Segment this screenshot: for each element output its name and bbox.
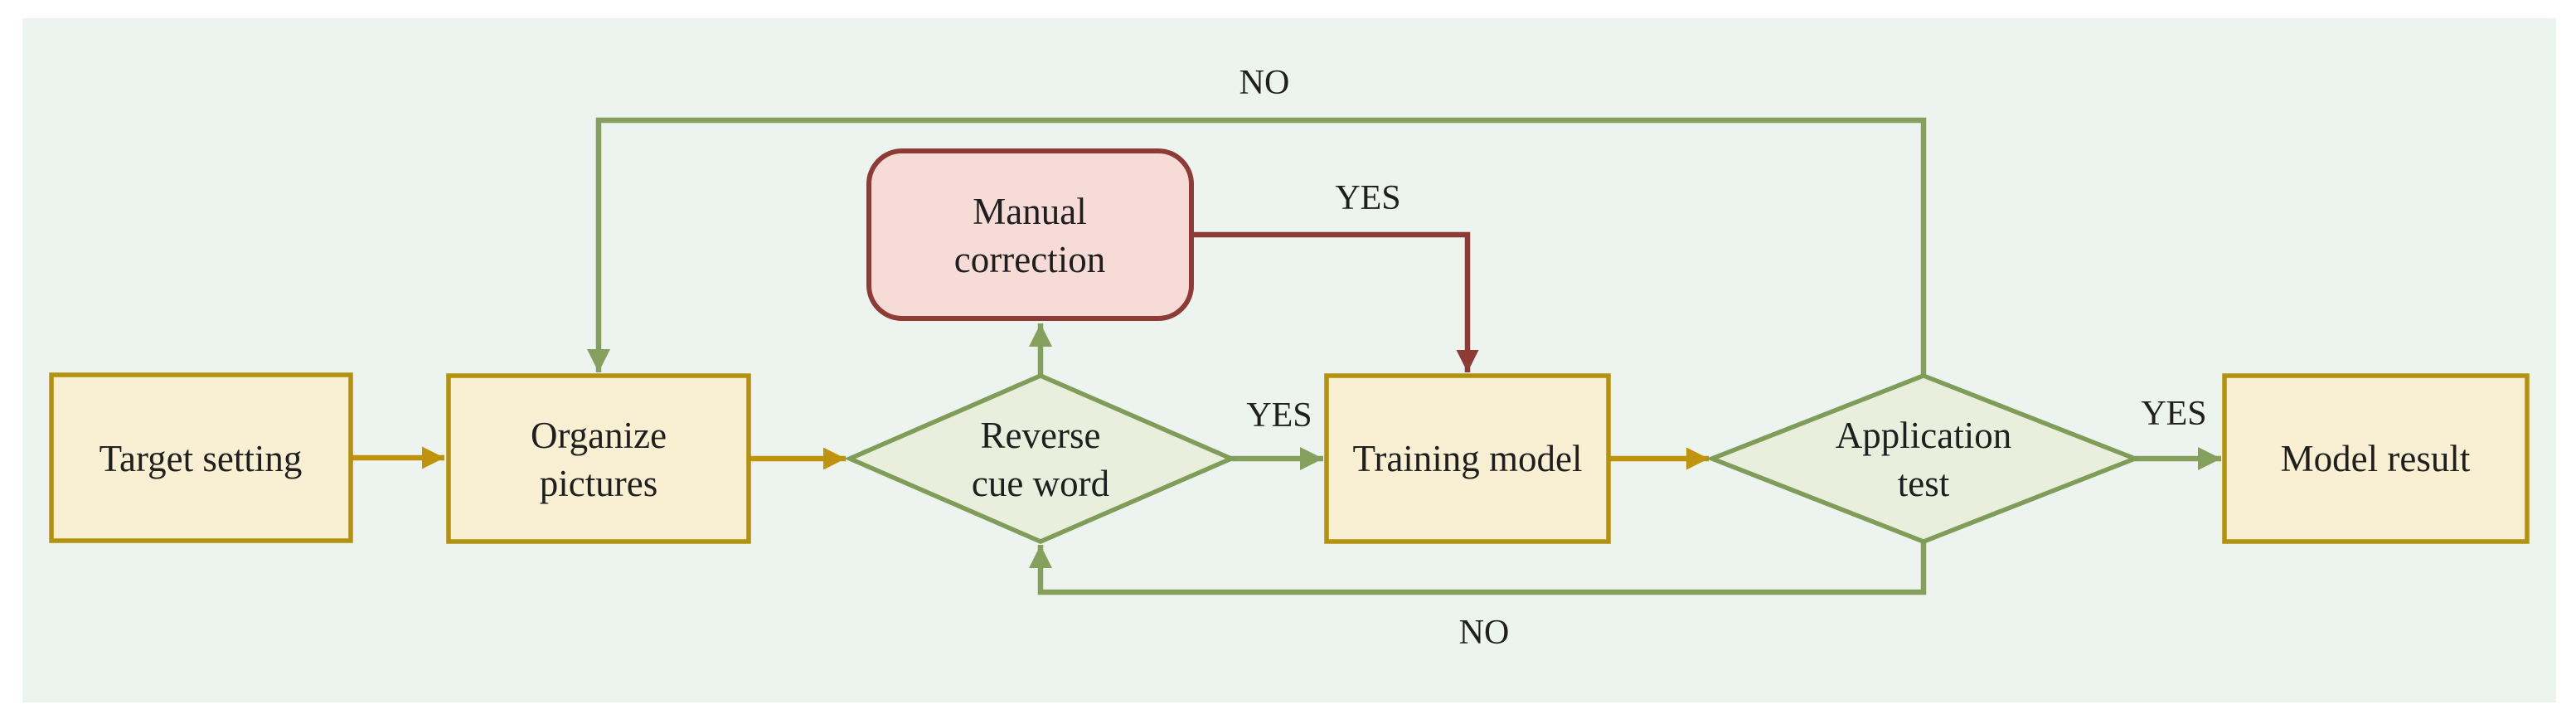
node-model-result: Model result — [2224, 376, 2527, 542]
diagram-background-panel — [22, 18, 2556, 702]
model-result-label: Model result — [2281, 438, 2471, 479]
reverse-cue-word-label-line2: cue word — [972, 463, 1109, 504]
model-result-box — [2224, 376, 2527, 542]
manual-correction-label-line1: Manual — [973, 191, 1086, 232]
edge-manual-yes-to-training — [1191, 231, 1479, 372]
edges-layer — [351, 117, 2221, 595]
target-setting-label: Target setting — [99, 438, 303, 479]
application-test-label-line2: test — [1898, 463, 1950, 504]
label-yes-manual: YES — [1335, 179, 1400, 217]
organize-pictures-label-line2: pictures — [540, 463, 657, 504]
node-manual-correction: Manual correction — [869, 151, 1191, 318]
training-model-box — [1327, 376, 1608, 542]
node-reverse-cue-word: Reverse cue word — [850, 376, 1231, 542]
target-setting-box — [51, 375, 351, 541]
label-yes-reverse: YES — [1246, 396, 1312, 435]
organize-pictures-box — [449, 376, 749, 542]
edge-application-no-bottom-loop — [1029, 542, 1927, 595]
label-no-bottom: NO — [1459, 614, 1510, 652]
organize-pictures-label-line1: Organize — [531, 415, 667, 456]
node-training-model: Training model — [1327, 376, 1608, 542]
label-no-top: NO — [1239, 64, 1290, 102]
manual-correction-label-line2: correction — [954, 239, 1105, 280]
manual-correction-box — [869, 151, 1191, 318]
application-test-diamond — [1712, 376, 2135, 542]
application-test-label-line1: Application — [1836, 415, 2011, 456]
node-organize-pictures: Organize pictures — [449, 376, 749, 542]
edge-labels-layer: NO NO YES YES YES — [1239, 64, 2207, 652]
node-application-test: Application test — [1712, 376, 2135, 542]
edge-application-no-top-loop — [587, 117, 1927, 376]
reverse-cue-word-label-line1: Reverse — [981, 415, 1101, 456]
reverse-cue-word-diamond — [850, 376, 1231, 542]
label-yes-application: YES — [2141, 395, 2206, 433]
node-target-setting: Target setting — [51, 375, 351, 541]
training-model-label: Training model — [1352, 438, 1582, 479]
